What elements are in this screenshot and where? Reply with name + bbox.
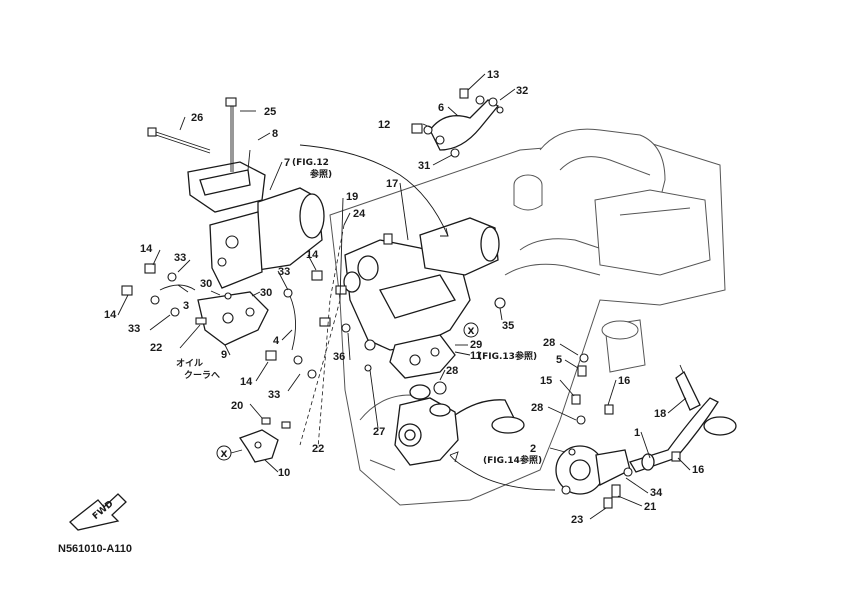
pipe-1 [629, 397, 737, 473]
callout-3: 3 [183, 300, 189, 312]
callout-19: 19 [346, 191, 358, 203]
callout-2: 2 [530, 443, 536, 455]
callout-34: 34 [650, 487, 663, 499]
callout-6: 6 [438, 102, 444, 114]
callout-36: 36 [333, 351, 345, 363]
callout-28-c: 28 [531, 402, 543, 414]
callout-26: 26 [191, 112, 203, 124]
upper-right-fasteners [411, 88, 504, 158]
callout-14-b: 14 [104, 309, 117, 321]
svg-text:X: X [468, 327, 475, 337]
callout-30-a: 30 [200, 278, 212, 290]
bracket-18 [675, 364, 701, 411]
pipe-assembly-6 [429, 99, 499, 151]
starter-motor [209, 187, 325, 289]
lower-center-parts [319, 285, 506, 395]
oil-cooler-line1: オイル [176, 358, 203, 369]
pump-assembly [394, 384, 459, 466]
callout-9: 9 [221, 349, 227, 361]
callout-16-a: 16 [618, 375, 630, 387]
mount-bracket-9 [195, 291, 269, 346]
ref-fig13: (FIG.13参照) [478, 350, 537, 362]
callout-31: 31 [418, 160, 430, 172]
callout-27: 27 [373, 426, 385, 438]
callout-22-a: 22 [150, 342, 162, 354]
callout-28-b: 28 [543, 337, 555, 349]
callout-25: 25 [264, 106, 276, 118]
callout-10: 10 [278, 467, 290, 479]
leader-lines [117, 73, 691, 520]
callout-32: 32 [516, 85, 528, 97]
callout-12: 12 [378, 119, 390, 131]
callout-7: 7 [284, 157, 290, 169]
long-bolt-25 [225, 97, 237, 172]
right-fasteners [571, 353, 681, 509]
callout-14-c: 14 [306, 249, 319, 261]
starter-bracket-8 [187, 149, 266, 213]
oil-cooler-line2: クーラへ [184, 370, 220, 381]
callout-11: 11 [470, 350, 482, 362]
ref-fig12: (FIG.12 [292, 158, 329, 168]
callout-33-d: 33 [268, 389, 280, 401]
svg-text:X: X [221, 450, 228, 460]
callout-18: 18 [654, 408, 666, 420]
callout-23: 23 [571, 514, 583, 526]
marker-x-lower: X [216, 445, 243, 461]
callout-17: 17 [386, 178, 398, 190]
callout-28-a: 28 [446, 365, 458, 377]
long-bolt-26 [147, 127, 211, 154]
callout-24: 24 [353, 208, 366, 220]
callout-33-b: 33 [128, 323, 140, 335]
callout-15: 15 [540, 375, 552, 387]
callout-14-a: 14 [140, 243, 153, 255]
callout-14-d: 14 [240, 376, 253, 388]
callout-20: 20 [231, 400, 243, 412]
callout-8: 8 [272, 128, 278, 140]
callout-29: 29 [470, 339, 482, 351]
callout-4: 4 [273, 335, 280, 347]
callout-33-c: 33 [278, 266, 290, 278]
ref-fig12-sub: 参照) [310, 168, 332, 180]
suction-pipe [454, 399, 525, 434]
callout-13: 13 [487, 69, 499, 81]
callout-21: 21 [644, 501, 656, 513]
ref-fig14: (FIG.14参照) [483, 454, 542, 466]
fwd-arrow-icon: FWD [69, 493, 127, 531]
callout-35: 35 [502, 320, 514, 332]
callout-1: 1 [634, 427, 640, 439]
callout-16-b: 16 [692, 464, 704, 476]
left-small-parts [121, 263, 323, 379]
drawing-code: N561010-A110 [58, 543, 133, 555]
marker-x-upper: X [463, 322, 479, 338]
bracket-10 [239, 417, 291, 463]
oil-pump-2 [555, 445, 631, 495]
center-motor [419, 217, 500, 276]
callout-5: 5 [556, 354, 562, 366]
callout-30-b: 30 [260, 287, 272, 299]
callout-22-b: 22 [312, 443, 324, 455]
callout-labels: 26 25 8 7 (FIG.12 参照) 14 33 30 3 14 33 2… [104, 69, 704, 526]
callout-33-a: 33 [174, 252, 186, 264]
